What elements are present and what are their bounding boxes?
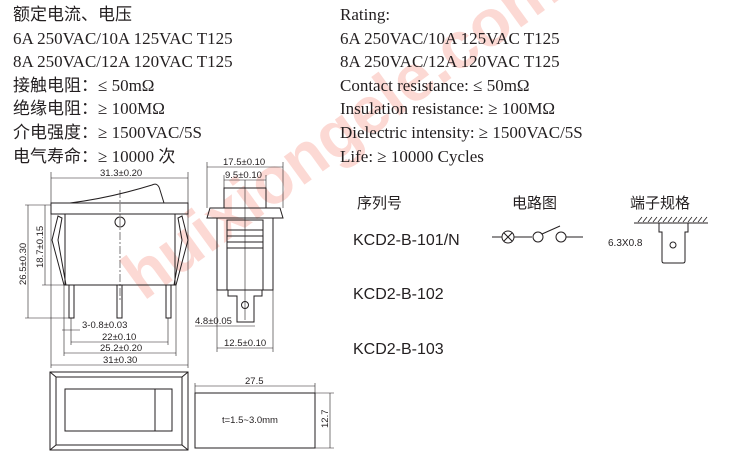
dim-side-flange: 17.5±0.10 — [223, 157, 265, 168]
dim-side-body: 12.5±0.10 — [224, 338, 266, 349]
terminal-spec-label: 6.3X0.8 — [608, 238, 643, 249]
front-view — [25, 172, 189, 368]
side-view — [195, 162, 284, 352]
top-view — [49, 371, 189, 451]
contact-resistance-en: Contact resistance: ≤ 50mΩ — [340, 75, 530, 95]
panel-thickness: t=1.5~3.0mm — [222, 415, 278, 426]
header-model: 序列号 — [357, 194, 403, 212]
dim-pin-pitch: 22±0.10 — [102, 332, 136, 343]
dim-height-body: 18.7±0.15 — [35, 226, 46, 268]
rating-1-cn: 6A 250VAC/10A 125VAC T125 — [13, 28, 233, 48]
model-row: KCD2-B-102 — [353, 286, 444, 303]
rating-1-en: 6A 250VAC/10A 125VAC T125 — [340, 28, 560, 48]
terminal-spec-icon — [634, 216, 708, 264]
insulation-resistance-cn: 绝缘电阻：≥ 100MΩ — [13, 99, 165, 119]
specs-english: Rating: 6A 250VAC/10A 125VAC T125 8A 250… — [340, 3, 583, 168]
dim-body-width: 31±0.30 — [103, 355, 137, 366]
rating-label-en: Rating: — [340, 5, 391, 24]
life-cn: 电气寿命：≥ 10000 次 — [13, 146, 176, 166]
dim-clip-width: 25.2±0.20 — [100, 343, 142, 354]
rating-2-cn: 8A 250VAC/12A 120VAC T125 — [13, 52, 233, 72]
panel-cutout — [194, 383, 334, 449]
header-circuit: 电路图 — [512, 194, 558, 212]
dielectric-cn: 介电强度：≥ 1500VAC/5S — [13, 122, 202, 142]
model-row: KCD2-B-103 — [353, 341, 444, 358]
dim-side-button: 9.5±0.10 — [225, 170, 262, 181]
dim-pin: 3-0.8±0.03 — [82, 320, 127, 331]
life-en: Life: ≥ 10000 Cycles — [340, 146, 484, 166]
rating-label-cn: 额定电流、电压 — [13, 5, 132, 24]
circuit-lamp-switch-icon — [492, 225, 583, 244]
specs-chinese: 额定电流、电压 6A 250VAC/10A 125VAC T125 8A 250… — [13, 3, 233, 168]
insulation-resistance-en: Insulation resistance: ≥ 100MΩ — [340, 99, 556, 119]
contact-resistance-cn: 接触电阻：≤ 50mΩ — [13, 75, 155, 95]
dim-top-width: 31.3±0.20 — [100, 168, 142, 179]
model-row: KCD2-B-101/N — [353, 232, 460, 249]
dim-height-total: 26.5±0.30 — [18, 243, 29, 285]
dim-cutout-height: 12.7 — [320, 410, 331, 429]
rating-2-en: 8A 250VAC/12A 120VAC T125 — [340, 52, 560, 72]
dielectric-en: Dielectric intensity: ≥ 1500VAC/5S — [340, 122, 583, 142]
dim-cutout-width: 27.5 — [245, 376, 264, 387]
header-terminal: 端子规格 — [630, 194, 691, 212]
dim-terminal-width: 4.8±0.05 — [195, 316, 232, 327]
